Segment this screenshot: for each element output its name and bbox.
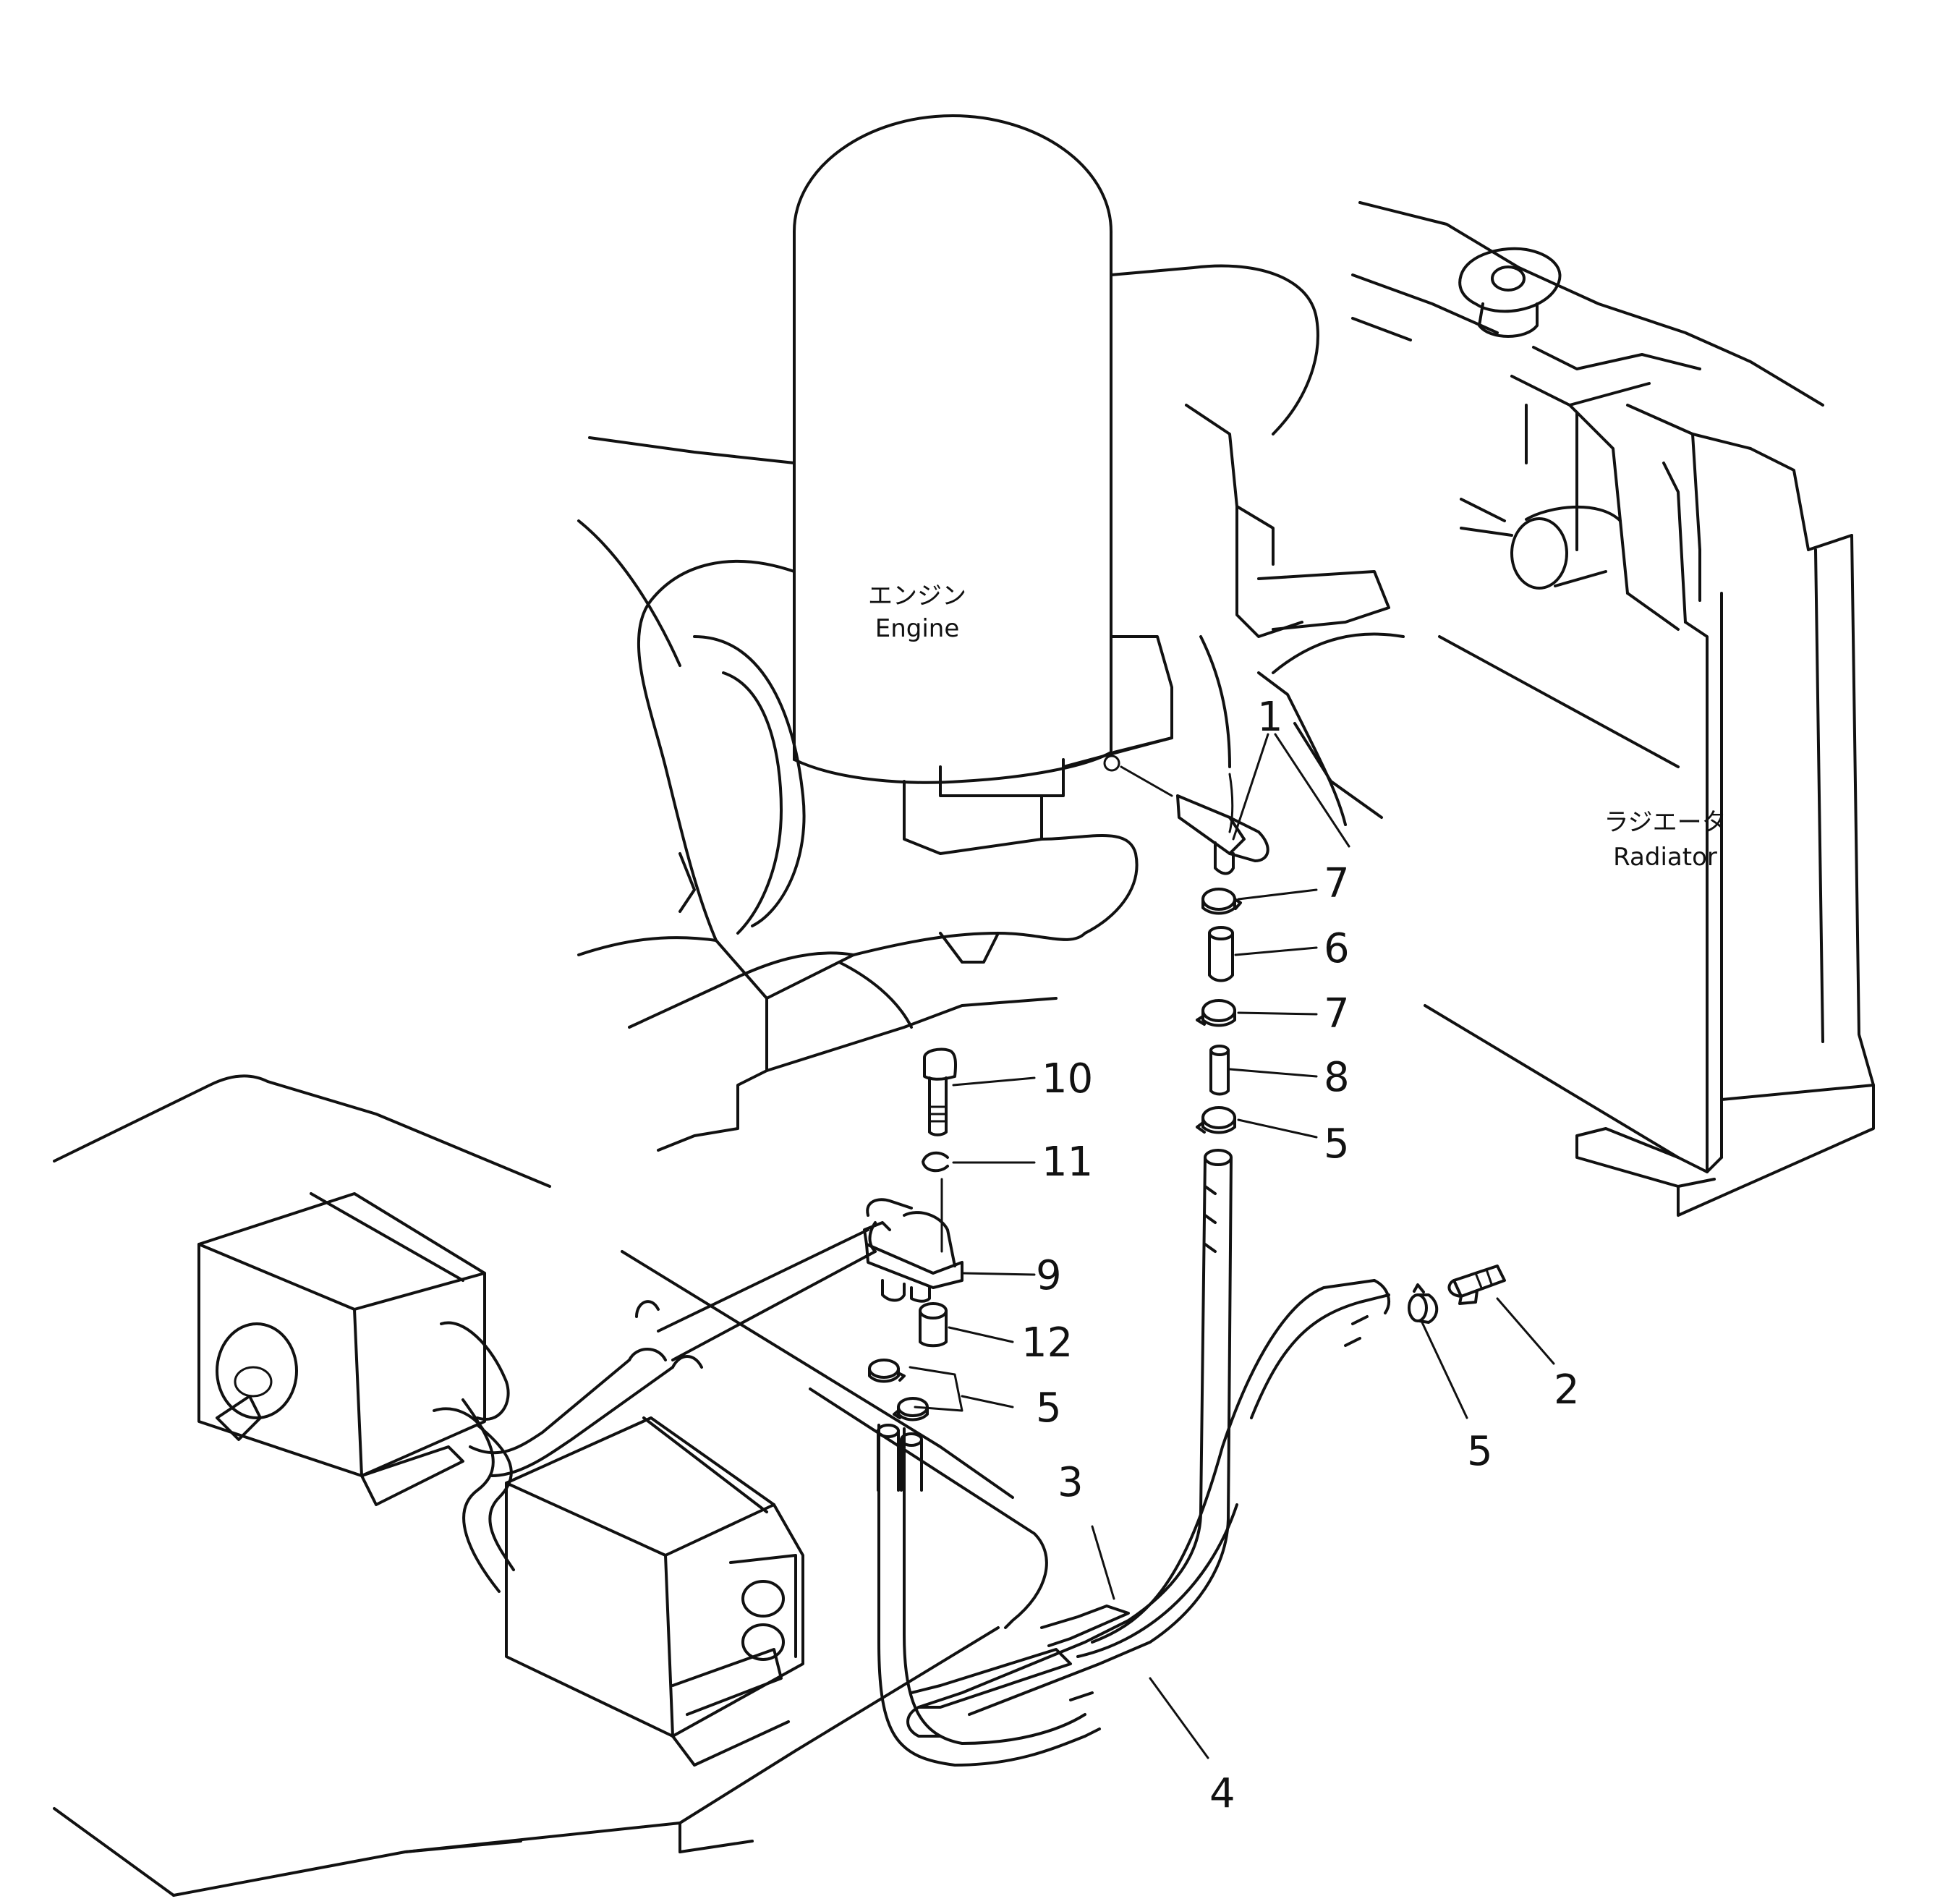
callout-8: 8 [1324,1054,1350,1101]
bracket-pipe-ends [877,1424,923,1492]
radiator-label-en: Radiator [1613,843,1717,872]
washer-11 [922,1151,949,1173]
clamp-7-lower [1196,999,1236,1027]
engine [577,114,1405,1152]
floor-plate [53,1074,1048,1897]
callout-1: 1 [1257,694,1283,741]
callout-12: 12 [1021,1319,1073,1367]
callout-2: 2 [1554,1367,1580,1414]
engine-label-en: Engine [875,614,960,643]
nipple-2 [1447,1265,1506,1305]
leader-lines [948,733,1555,1759]
callout-5-bracket: 5 [1036,1385,1062,1432]
clamps-5-bracket [868,1359,963,1421]
radiator [1351,201,1875,1217]
heater-unit-upper [197,1192,510,1506]
hose-3 [877,1279,1390,1767]
callout-10: 10 [1042,1055,1093,1102]
callout-3: 3 [1058,1459,1084,1506]
clamp-5-upper [1196,1106,1236,1134]
engine-label: エンジン Engine [868,582,966,643]
callout-5-upper: 5 [1324,1121,1350,1168]
callout-11: 11 [1042,1139,1093,1186]
callout-4: 4 [1209,1770,1235,1817]
hose-4 [906,1149,1233,1738]
callout-7-lower: 7 [1324,990,1350,1037]
callout-6: 6 [1324,925,1350,972]
bolt-10 [923,1047,957,1136]
radiator-label: ラジエータ Radiator [1604,808,1726,872]
engine-label-jp: エンジン [868,582,966,611]
clamp-5-right [1408,1283,1439,1324]
callout-7-upper: 7 [1324,860,1350,907]
hose-6 [1208,926,1234,982]
pipe-8 [1209,1045,1230,1096]
bracket-9 [863,1178,963,1303]
heater-hoses [461,1228,877,1593]
clamp-7-upper [1201,888,1242,915]
callout-numbers: 1 7 6 7 8 5 10 11 9 12 5 2 5 3 4 [1021,694,1580,1817]
callout-5-right: 5 [1467,1428,1493,1475]
part-1-fitting [1103,755,1269,875]
callout-9: 9 [1036,1252,1062,1299]
spacer-12 [919,1302,948,1348]
heater-unit-lower [505,1416,804,1767]
radiator-label-jp: ラジエータ [1604,808,1726,837]
